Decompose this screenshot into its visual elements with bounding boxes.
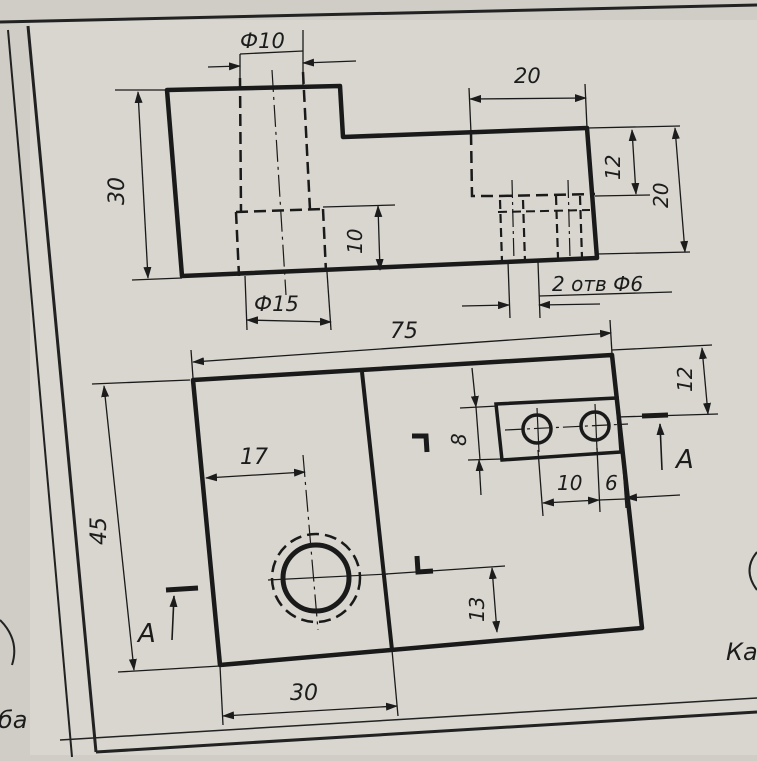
dim-12-label: 12	[601, 155, 625, 180]
margin-text-left: ба	[0, 706, 28, 734]
dim-45-label: 45	[87, 517, 112, 545]
dim-10-label: 10	[343, 229, 367, 254]
dim-30b-label: 30	[290, 681, 318, 706]
dim-f6-label: 2 отв Ф6	[552, 272, 643, 296]
dim-20-label: 20	[514, 64, 541, 88]
section-a-stroke-right	[642, 415, 668, 416]
dim-30-label: 30	[105, 177, 130, 205]
dim-75-label: 75	[390, 319, 418, 344]
dim-20r-label: 20	[649, 183, 673, 208]
dim-10t-label: 10	[557, 471, 582, 495]
dim-12t-label: 12	[673, 367, 697, 392]
dim-13-label: 13	[465, 597, 489, 622]
dim-17-label: 17	[240, 445, 268, 470]
dim-6-label: 6	[605, 471, 618, 495]
section-a-label-left: A	[136, 619, 156, 649]
section-a-label-right: A	[674, 445, 694, 475]
margin-text-right: Ка	[726, 638, 757, 666]
section-a-stroke-left	[166, 588, 198, 590]
dim-f10-label: Ф10	[240, 29, 285, 53]
dim-f15-label: Ф15	[254, 292, 299, 316]
dim-8-label: 8	[447, 433, 471, 446]
